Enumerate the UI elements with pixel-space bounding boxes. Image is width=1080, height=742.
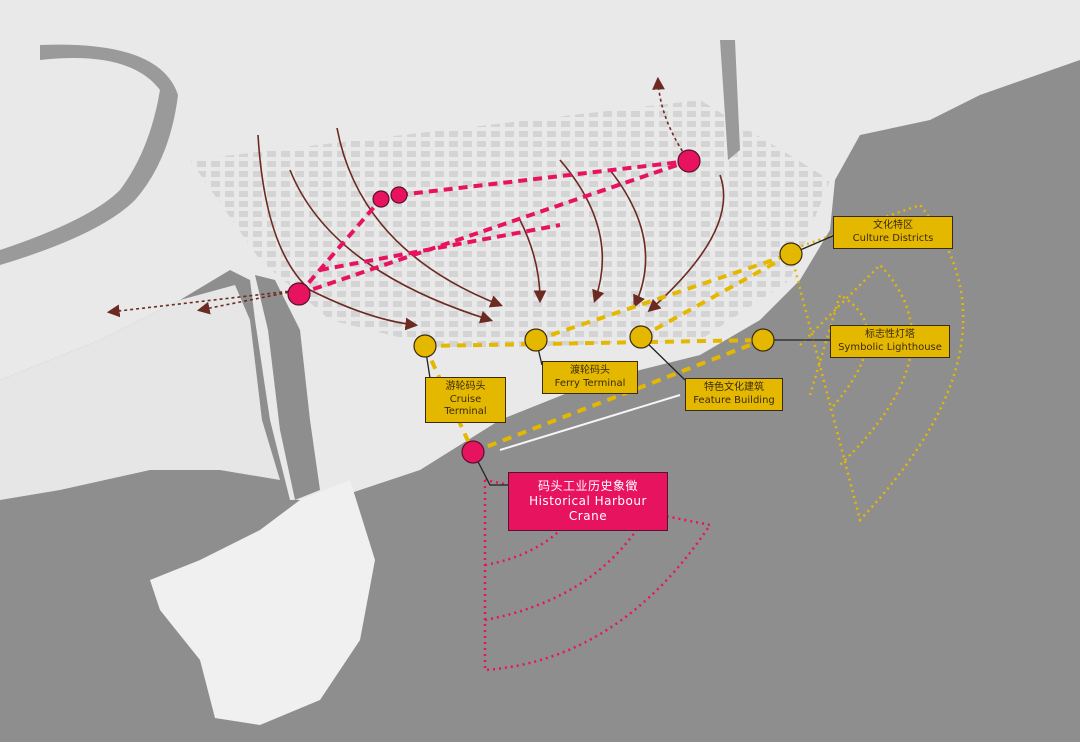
label-en: Symbolic Lighthouse (838, 341, 942, 353)
lighthouse-fan (799, 263, 914, 466)
label-zh: 渡轮码头 (570, 365, 610, 376)
label-historical-harbour-crane: 码头工业历史象徵 Historical Harbour Crane (508, 472, 668, 531)
yellow-connection (423, 345, 475, 453)
lighthouse-fan (788, 203, 965, 523)
label-zh: 码头工业历史象徵 (537, 479, 638, 493)
label-en: Historical Harbour Crane (529, 494, 647, 523)
flow-arrow (106, 289, 301, 318)
yellow-connection (424, 338, 764, 348)
label-en: Culture Districts (852, 232, 934, 244)
label-en: Ferry Terminal (554, 377, 626, 389)
peninsula (150, 480, 375, 725)
crane-node (461, 440, 485, 464)
cruise-node (413, 334, 437, 358)
breakwater (499, 394, 681, 451)
flow-arrow (196, 289, 301, 315)
flow-arrow (336, 127, 503, 308)
leader-line (472, 451, 508, 486)
ferry-node (524, 328, 548, 352)
label-culture-districts: 文化特区 Culture Districts (833, 216, 953, 249)
crane-fan (484, 524, 642, 622)
label-zh: 游轮码头 (445, 381, 486, 392)
label-zh: 文化特区 (873, 220, 913, 231)
label-symbolic-lighthouse: 标志性灯塔 Symbolic Lighthouse (830, 325, 950, 358)
pink-node (287, 282, 311, 306)
label-en: Cruise Terminal (444, 393, 487, 418)
yellow-connection (640, 252, 792, 339)
flow-arrow (652, 76, 690, 162)
label-feature-building: 特色文化建筑 Feature Building (685, 378, 783, 411)
pink-node (372, 190, 390, 208)
flow-arrow (559, 159, 605, 304)
pink-node (390, 186, 408, 204)
channel (255, 275, 320, 500)
feature-node (629, 325, 653, 349)
label-ferry-terminal: 渡轮码头 Ferry Terminal (542, 361, 638, 394)
pink-connection (297, 197, 383, 296)
pink-node (677, 149, 701, 173)
pink-connection (398, 159, 690, 197)
flow-arrow (289, 169, 494, 324)
flow-arrow (519, 219, 547, 304)
label-en: Feature Building (693, 394, 775, 406)
label-zh: 标志性灯塔 (865, 329, 915, 340)
east-canal (720, 40, 740, 160)
label-zh: 特色文化建筑 (704, 382, 764, 393)
lighthouse-node (751, 328, 775, 352)
flow-arrow (609, 169, 647, 308)
west-land (0, 285, 280, 500)
pink-connection (298, 159, 690, 296)
yellow-connection (535, 252, 792, 342)
crane-fan (483, 478, 713, 672)
yellow-connection (472, 338, 764, 454)
label-cruise-terminal: 游轮码头 Cruise Terminal (425, 377, 506, 423)
river (0, 44, 178, 266)
flow-arrow (647, 174, 725, 313)
pink-connection (319, 223, 561, 272)
culture-node (779, 242, 803, 266)
